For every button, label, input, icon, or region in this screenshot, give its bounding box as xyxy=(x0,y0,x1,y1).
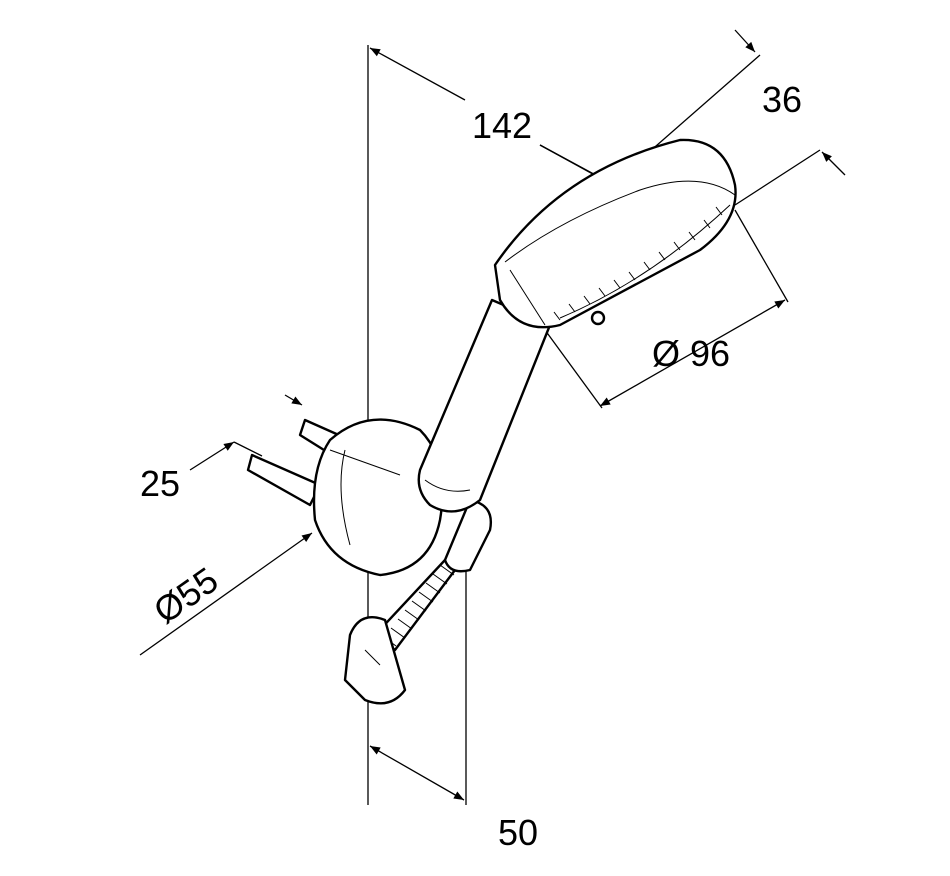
dimension-diameter-55: Ø55 xyxy=(146,559,225,632)
dimension-36: 36 xyxy=(762,79,802,120)
dimension-diameter-96: Ø 96 xyxy=(652,333,730,374)
wall-mount xyxy=(312,418,492,577)
hose xyxy=(343,558,457,705)
dimension-50: 50 xyxy=(498,812,538,853)
extension-lines xyxy=(367,45,821,805)
shower-head xyxy=(493,138,737,329)
dimension-lines xyxy=(139,29,846,801)
dimension-25: 25 xyxy=(140,463,180,504)
dimension-142: 142 xyxy=(472,105,532,146)
handle xyxy=(417,298,552,513)
